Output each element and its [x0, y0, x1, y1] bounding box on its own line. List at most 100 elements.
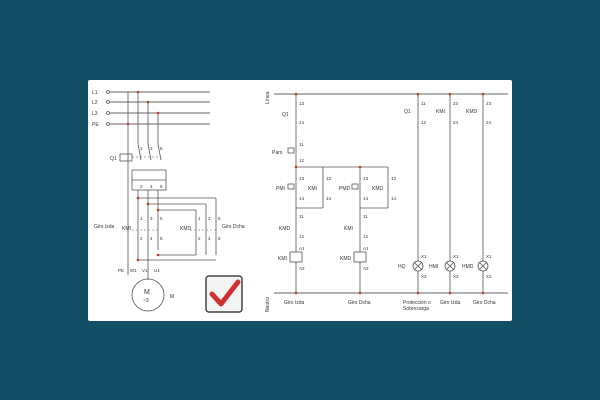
node-dot [416, 92, 420, 96]
lamp-hq-label: HQ [398, 264, 406, 270]
motor-term: U1 [154, 268, 160, 273]
node-dot [156, 208, 160, 212]
breaker-term: 4 [150, 184, 153, 189]
term: 12 [363, 234, 369, 239]
coil-kmd-label: KMD [340, 256, 352, 262]
node-dot [416, 291, 420, 295]
line-label: Línea [265, 91, 271, 104]
contact-term: 1 [198, 216, 201, 221]
term: 11 [299, 142, 304, 147]
kmi-aux-label: KMI [436, 109, 445, 115]
node-dot [294, 92, 298, 96]
term: A1 [363, 246, 369, 251]
breaker-term: 3 [150, 146, 153, 151]
q1-aux-label: Q1 [404, 109, 411, 115]
node-dot [156, 253, 160, 257]
kmd-interlock-label: KMD [279, 226, 291, 232]
motor-symbol: M [144, 289, 150, 296]
bottom-label: Giro Dcha [473, 300, 496, 306]
pmd-button-icon [351, 183, 359, 190]
term: X1 [421, 254, 427, 259]
motor-term: PE [118, 268, 124, 273]
terminal-pe [106, 122, 110, 126]
right-group-label: Giro Dcha [222, 224, 245, 230]
motor-term: V1 [142, 268, 148, 273]
term: X2 [421, 274, 427, 279]
node-dot [136, 258, 140, 262]
control-circuit: Línea Neutro Q1 13 14 Paro 11 12 PMI 13 … [265, 91, 508, 312]
paro-button-icon [287, 147, 295, 154]
node-dot [294, 165, 298, 169]
breaker-term: 5 [160, 146, 163, 151]
term: A1 [299, 246, 305, 251]
contact-term: 2 [140, 236, 143, 241]
electrical-schematic: L1 L2 L3 PE Q1 1 3 5 [92, 90, 508, 313]
node-dot [294, 291, 298, 295]
breaker-contact [157, 143, 162, 161]
term: X2 [453, 274, 459, 279]
node-dot [136, 90, 140, 94]
contactor-kmi-label: KMI [122, 226, 131, 232]
term: 24 [486, 120, 492, 125]
breaker-contact [147, 143, 152, 161]
coil-kmi-label: KMI [278, 256, 287, 262]
breaker-label: Q1 [110, 156, 117, 162]
kmi-interlock-label: KMI [344, 226, 353, 232]
lamp-cross [414, 262, 422, 270]
phase-label-l3: L3 [92, 111, 98, 117]
power-circuit: L1 L2 L3 PE Q1 1 3 5 [92, 90, 245, 312]
terminal-l2 [106, 100, 110, 104]
breaker-actuator [119, 153, 133, 162]
phase-label-l2: L2 [92, 100, 98, 106]
left-group-label: Giro Izda [94, 224, 115, 230]
term: 13 [299, 101, 305, 106]
lamp-cross [479, 262, 487, 270]
term: 23 [453, 101, 459, 106]
node-dot [448, 291, 452, 295]
bottom-label: Giro Dcha [348, 300, 371, 306]
kmi-seal-label: KMI [308, 186, 317, 192]
contact-term: 4 [150, 236, 153, 241]
motor-circle [131, 278, 165, 312]
node-dot [481, 291, 485, 295]
node-dot [481, 92, 485, 96]
lamp-hmd-label: HMD [462, 264, 474, 270]
term: 13 [326, 176, 332, 181]
term: X1 [453, 254, 459, 259]
contact-term: 6 [160, 236, 163, 241]
term: 11 [299, 214, 304, 219]
contactor-kmd: KMD Giro Dcha 1 3 5 2 4 6 [180, 216, 245, 241]
paro-label: Paro [272, 150, 283, 156]
node-dot [448, 92, 452, 96]
contactor-kmd-label: KMD [180, 226, 192, 232]
pmi-label: PMI [276, 186, 285, 192]
checkmark-badge [205, 275, 243, 313]
term: 14 [326, 196, 332, 201]
term: A2 [363, 266, 369, 271]
node-dot [136, 196, 140, 200]
node-dot [358, 165, 362, 169]
term: 13 [391, 176, 397, 181]
phase-terminals: L1 L2 L3 PE [92, 90, 110, 128]
kmd-seal-label: KMD [372, 186, 384, 192]
term: 23 [486, 101, 492, 106]
phase-label-l1: L1 [92, 90, 98, 96]
bottom-label: Giro Izda [284, 300, 305, 306]
node-dot [126, 122, 130, 126]
terminal-l3 [106, 111, 110, 115]
coil-kmi [289, 251, 303, 263]
motor-term: W1 [130, 268, 137, 273]
term: 11 [363, 214, 368, 219]
breaker-term: 2 [140, 184, 143, 189]
coil-kmd [353, 251, 367, 263]
lamp-hmi-label: HMI [429, 264, 438, 270]
motor-phase: ~3 [143, 298, 149, 304]
term: 14 [299, 196, 305, 201]
bottom-label: Protección o [403, 300, 431, 306]
term: 11 [421, 101, 426, 106]
contact-term: 5 [160, 216, 163, 221]
contact-term: 3 [208, 216, 211, 221]
contact-term: 3 [150, 216, 153, 221]
breaker-q1: Q1 1 3 5 2 4 6 [110, 143, 167, 191]
term: 24 [453, 120, 459, 125]
